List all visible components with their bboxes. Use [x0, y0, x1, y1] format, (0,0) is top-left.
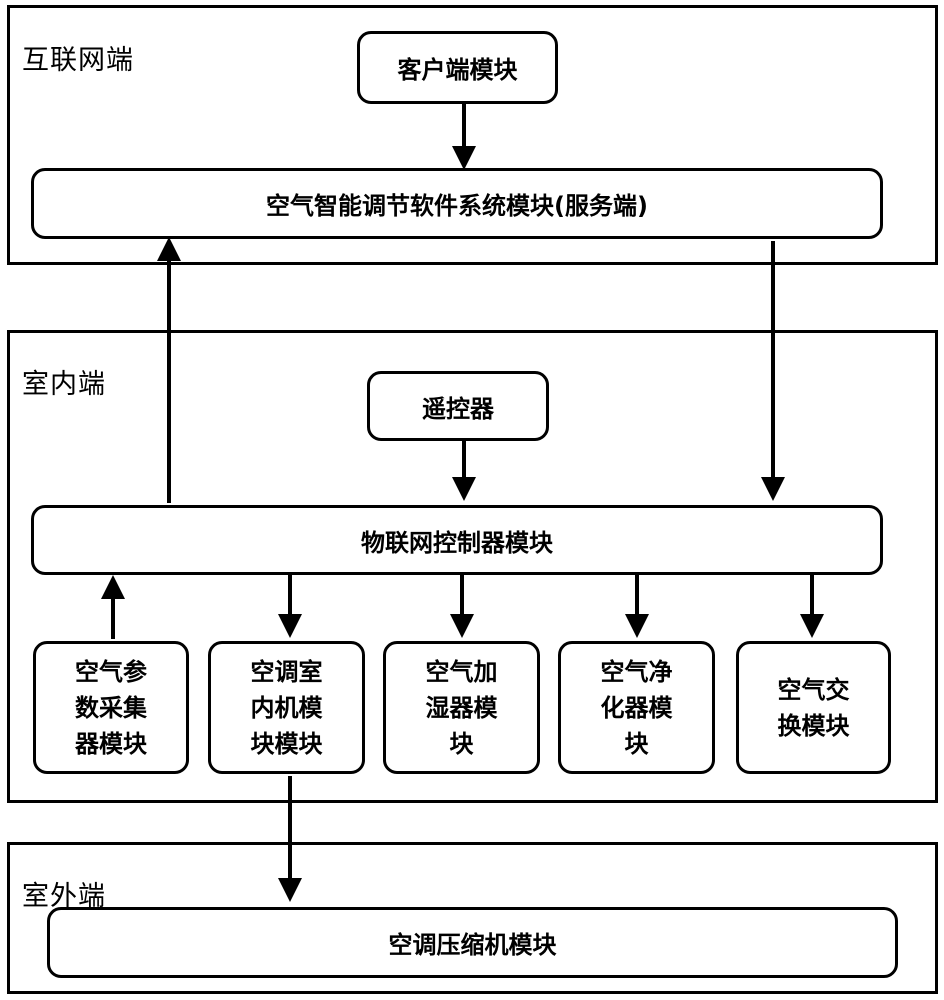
- compressor-module: 空调压缩机模块: [47, 907, 898, 978]
- server-module: 空气智能调节软件系统模块(服务端): [31, 168, 883, 239]
- exchange-line-2: 换模块: [777, 711, 850, 740]
- client-module-label: 客户端模块: [397, 56, 518, 84]
- remote-control-label: 遥控器: [422, 394, 494, 423]
- purifier-module: 空气净 化器模 块: [558, 641, 715, 774]
- air-param-line-2: 数采集: [75, 693, 147, 722]
- purifier-line-1: 空气净: [600, 657, 673, 686]
- ac-indoor-line-1: 空调室: [250, 657, 323, 686]
- air-param-collector-module: 空气参 数采集 器模块: [33, 641, 189, 774]
- humidifier-module: 空气加 湿器模 块: [383, 641, 540, 774]
- compressor-label: 空调压缩机模块: [388, 931, 557, 959]
- humidifier-line-1: 空气加: [425, 657, 498, 686]
- air-param-line-3: 器模块: [75, 729, 147, 758]
- ac-indoor-line-3: 块模块: [250, 729, 323, 758]
- server-module-label: 空气智能调节软件系统模块(服务端): [266, 192, 648, 220]
- humidifier-line-2: 湿器模: [425, 693, 498, 722]
- iot-controller-module: 物联网控制器模块: [31, 505, 883, 575]
- air-exchange-module: 空气交 换模块: [736, 641, 891, 774]
- exchange-line-1: 空气交: [777, 675, 850, 704]
- ac-indoor-unit-module: 空调室 内机模 块模块: [208, 641, 365, 774]
- iot-controller-label: 物联网控制器模块: [361, 528, 553, 557]
- client-module: 客户端模块: [357, 31, 558, 104]
- ac-indoor-line-2: 内机模: [250, 693, 323, 722]
- air-param-line-1: 空气参: [75, 657, 147, 686]
- outdoor-zone-label: 室外端: [22, 881, 106, 912]
- remote-control: 遥控器: [367, 371, 549, 441]
- purifier-line-3: 块: [624, 729, 649, 758]
- humidifier-line-3: 块: [449, 729, 474, 758]
- internet-zone-label: 互联网端: [22, 45, 134, 76]
- purifier-line-2: 化器模: [600, 693, 673, 722]
- indoor-zone-label: 室内端: [22, 369, 106, 400]
